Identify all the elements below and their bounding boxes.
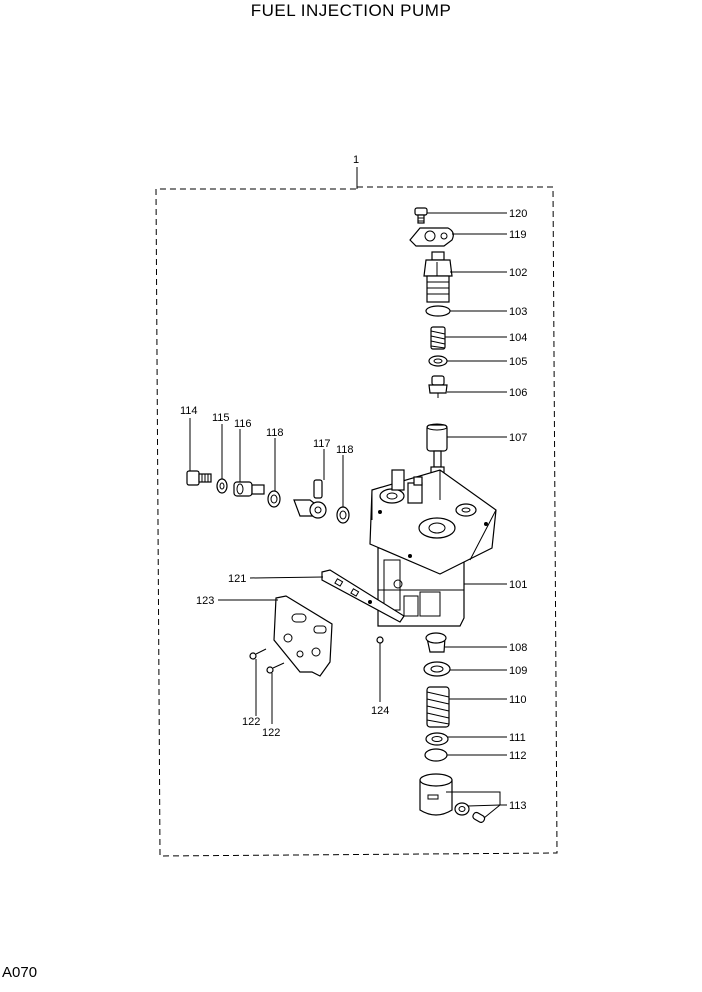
callout-103: 103 [509, 306, 527, 318]
callout-111: 111 [509, 732, 526, 744]
callout-119: 119 [509, 229, 527, 241]
page-title: FUEL INJECTION PUMP [250, 1, 452, 20]
callout-123: 123 [196, 595, 214, 607]
pump-body-101 [369, 469, 497, 627]
plate-119 [409, 227, 454, 247]
callout-110: 110 [509, 694, 527, 706]
assembly-boundary [155, 186, 558, 857]
o-ring-103 [425, 305, 451, 317]
callout-113: 113 [509, 800, 527, 812]
banjo-117 [293, 479, 327, 519]
callout-116: 116 [234, 418, 252, 430]
gasket-105 [428, 355, 448, 367]
leader-lines [189, 212, 507, 819]
callout-101: 101 [509, 579, 527, 591]
gasket-118-right [336, 506, 350, 524]
screw-122b [266, 662, 285, 674]
seat-109 [423, 661, 451, 677]
callout-118-left: 118 [266, 427, 284, 439]
screw-120 [414, 207, 428, 224]
plate-123 [273, 595, 333, 677]
fitting-116 [233, 481, 265, 497]
callout-112: 112 [509, 750, 527, 762]
callout-122-b: 122 [262, 727, 280, 739]
seat-111 [425, 732, 449, 746]
callout-117: 117 [313, 438, 331, 450]
bolt-114 [186, 470, 212, 486]
plunger-spring-110 [426, 686, 450, 728]
callout-114: 114 [180, 405, 198, 417]
sleeve-108 [425, 632, 447, 653]
callout-106: 106 [509, 387, 527, 399]
delivery-valve-holder-102 [423, 251, 453, 303]
callout-102: 102 [509, 267, 527, 279]
gasket-118-left [267, 490, 281, 508]
screw-122a [249, 648, 267, 660]
callout-122-a: 122 [242, 716, 260, 728]
callout-109: 109 [509, 665, 527, 677]
callout-124: 124 [371, 705, 389, 717]
callout-120: 120 [509, 208, 527, 220]
page-code: A070 [2, 964, 38, 981]
tappet-113 [419, 773, 486, 823]
valve-106 [428, 375, 448, 398]
washer-115 [216, 478, 228, 494]
callout-105: 105 [509, 356, 527, 368]
screw-124 [376, 636, 384, 651]
shim-112 [424, 748, 448, 762]
rack-121 [321, 569, 405, 623]
spring-104 [430, 326, 446, 350]
callout-104: 104 [509, 332, 527, 344]
callout-121: 121 [228, 573, 246, 585]
assembly-label: 1 [353, 154, 359, 166]
callout-108: 108 [509, 642, 527, 654]
callout-107: 107 [509, 432, 527, 444]
callout-118-right: 118 [336, 444, 354, 456]
callout-115: 115 [212, 412, 230, 424]
